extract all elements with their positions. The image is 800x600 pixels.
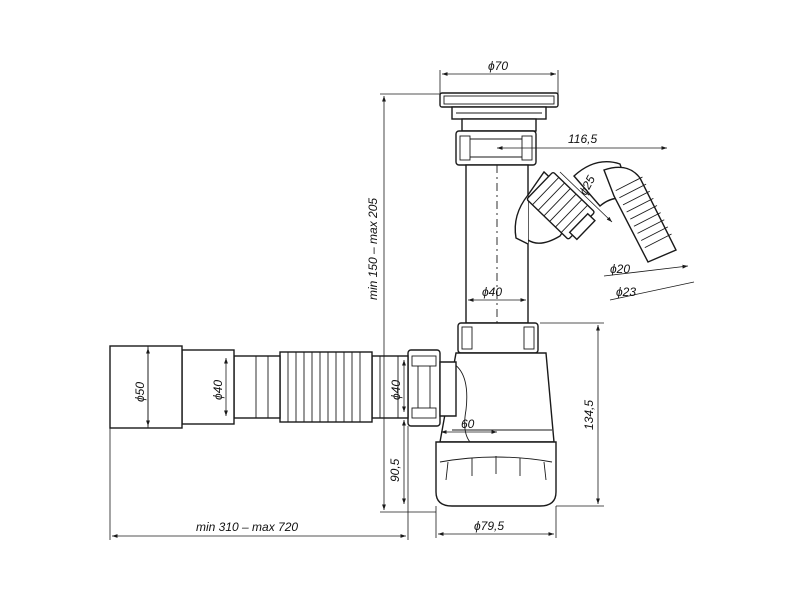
label-bottle-height: 134,5 xyxy=(582,400,596,430)
vertical-pipe xyxy=(465,164,529,324)
label-hose-outer-diameter: ϕ23 xyxy=(616,285,636,299)
label-length-range: min 310 – max 720 xyxy=(196,520,298,534)
label-outlet-diameter: ϕ50 xyxy=(133,382,147,402)
label-top-diameter: ϕ70 xyxy=(488,59,508,73)
label-outlet-height: 90,5 xyxy=(388,458,402,482)
side-inlet xyxy=(514,170,596,245)
middle-nut xyxy=(457,322,539,354)
bottle-body xyxy=(439,352,555,443)
outlet-nut xyxy=(407,349,457,427)
bottle-cap xyxy=(435,441,557,507)
corrugated-pipe xyxy=(233,351,409,423)
label-outlet-offset: 60 xyxy=(461,417,475,431)
label-hose-inner-diameter: ϕ20 xyxy=(610,262,630,276)
label-bottle-diameter: ϕ79,5 xyxy=(474,519,504,533)
label-pipe-diameter: ϕ40 xyxy=(482,285,502,299)
label-offset-horizontal: 116,5 xyxy=(568,132,597,146)
dimension-labels: ϕ70 116,5 ϕ25 ϕ20 ϕ23 min 150 – max 205 … xyxy=(133,59,636,534)
label-corrugated-diameter: ϕ40 xyxy=(211,380,225,400)
drain-grate xyxy=(439,92,559,132)
label-vertical-height: min 150 – max 205 xyxy=(366,198,380,300)
elbow-hose xyxy=(573,161,677,263)
label-nut-diameter: ϕ40 xyxy=(389,380,403,400)
dimension-lines xyxy=(109,70,695,540)
